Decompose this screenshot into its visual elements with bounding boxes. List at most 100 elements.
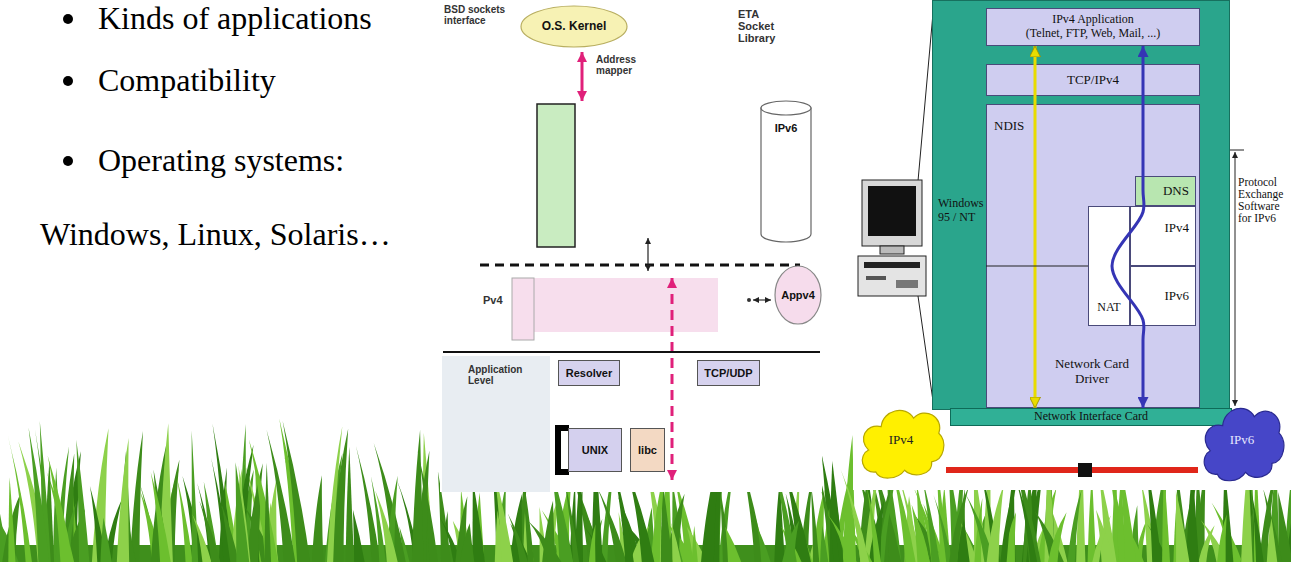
module-box: Resolver <box>558 360 620 386</box>
layer-label: Pv4 <box>483 294 503 306</box>
layer-label: Application Level <box>468 364 530 386</box>
grass-blade <box>1092 516 1111 562</box>
grass-blade <box>472 481 485 562</box>
small-arrow <box>647 238 648 271</box>
grass-blade <box>725 527 741 562</box>
network-cable <box>946 467 1198 473</box>
node-text: UNIX <box>582 444 608 457</box>
bullet-dot <box>63 156 73 166</box>
grass-blade <box>1048 512 1067 562</box>
grass-blade <box>672 523 682 562</box>
annotation-label: BSD sockets interface <box>444 4 510 26</box>
grass-blade <box>76 440 89 562</box>
node-text: TCP/IPv4 <box>1067 73 1119 88</box>
grass-blade <box>828 514 857 562</box>
grass-blade <box>822 462 839 562</box>
module-box: TCP/UDP <box>697 360 760 386</box>
grass-blade <box>1068 489 1082 562</box>
ellipse-shape <box>775 266 821 324</box>
cable-connector <box>1078 463 1092 477</box>
case-detail <box>866 276 886 280</box>
cylinder-body <box>761 108 811 242</box>
app-circle: Appv4 <box>774 265 822 325</box>
node-text: Appv4 <box>781 289 815 302</box>
nat-box: NAT <box>1088 206 1130 326</box>
grass-blade <box>412 430 424 562</box>
node-text: Network Card Driver <box>1046 357 1138 387</box>
nic-bar: Network Interface Card <box>950 408 1232 426</box>
bullet-dot <box>63 76 73 86</box>
node-text: O.S. Kernel <box>542 20 607 34</box>
protocol-box: IPv4 <box>1130 206 1196 266</box>
ipv4-small-block <box>512 278 534 340</box>
ndis-divider <box>986 265 1088 266</box>
small-dot <box>747 298 751 302</box>
grass-blade <box>247 463 263 562</box>
protocol-box: IPv6 <box>1130 266 1196 326</box>
node-text: IPv6 <box>1164 289 1189 304</box>
node-text: Windows 95 / NT <box>938 197 986 225</box>
node-text: IPv4 <box>1164 221 1189 236</box>
cloud-shape <box>862 410 943 478</box>
diagram-panel <box>853 0 1291 490</box>
monitor-stand <box>880 246 904 254</box>
layer-box: IPv4 Application(Telnet, FTP, Web, Mail,… <box>986 8 1200 46</box>
layer-box: TCP/IPv4 <box>986 64 1200 96</box>
computer-case <box>858 256 926 296</box>
mapper-block <box>537 104 575 247</box>
node-text: IPv6 <box>775 122 798 135</box>
monitor-screen <box>868 186 916 236</box>
cylinder-outline <box>760 100 812 242</box>
network-cloud: IPv6 <box>1198 395 1286 485</box>
dns-box: DNS <box>1135 176 1196 206</box>
grass-blade <box>782 520 799 562</box>
node-text: Network Interface Card <box>1034 410 1148 424</box>
grass-blade <box>820 526 828 562</box>
dashed-flow-arrow <box>671 278 674 480</box>
diagram-panel <box>440 0 822 492</box>
kernel-ellipse: O.S. Kernel <box>520 5 628 48</box>
grass-blade <box>29 427 50 562</box>
grass-blade <box>867 487 881 562</box>
layer-boundary <box>480 264 800 267</box>
grass-blade <box>151 472 171 562</box>
node-text: TCP/UDP <box>704 367 752 380</box>
bullet-text: Kinds of applications <box>98 0 372 37</box>
grass-blade <box>692 526 698 562</box>
range-bracket <box>1235 152 1236 406</box>
mapper-arrow <box>581 52 584 101</box>
bullet-text: Operating systems: <box>98 142 344 179</box>
node-text: Resolver <box>566 367 612 380</box>
node-text: NAT <box>1097 301 1120 315</box>
node-text: NDIS <box>994 119 1024 134</box>
cloud-shape <box>1204 408 1284 480</box>
small-arrow <box>753 299 771 300</box>
grass-blade <box>236 462 250 562</box>
grass-blade <box>117 438 129 562</box>
drive-slot <box>864 262 920 268</box>
grass-blade <box>8 436 32 562</box>
storage-cylinder: IPv6 <box>760 100 812 242</box>
grass-blade <box>912 505 930 562</box>
grass-blade <box>327 426 342 562</box>
grass-blade <box>757 527 771 562</box>
grass-blade <box>283 421 311 562</box>
module-box: UNIX <box>568 428 622 472</box>
os-region: Windows 95 / NT IPv4 Application(Telnet, … <box>932 0 1230 410</box>
ipv4-path-arrow <box>1034 46 1037 408</box>
grass-blade <box>8 477 15 562</box>
grass-blade <box>346 447 354 562</box>
annotation-label: Address mapper <box>596 54 650 76</box>
node-text: DNS <box>1163 184 1189 199</box>
cylinder-top <box>761 101 811 115</box>
bullet-text: Compatibility <box>98 62 276 99</box>
grass-blade <box>1176 491 1190 562</box>
network-cloud: IPv4 <box>856 398 946 482</box>
case-detail <box>896 280 918 288</box>
grass-blade <box>177 476 193 562</box>
node-text: IPv4 Application <box>1052 13 1134 27</box>
grass-blade <box>312 475 323 562</box>
grass-blade <box>460 523 474 562</box>
grass-blade <box>48 455 73 562</box>
grass-blade <box>949 486 969 562</box>
